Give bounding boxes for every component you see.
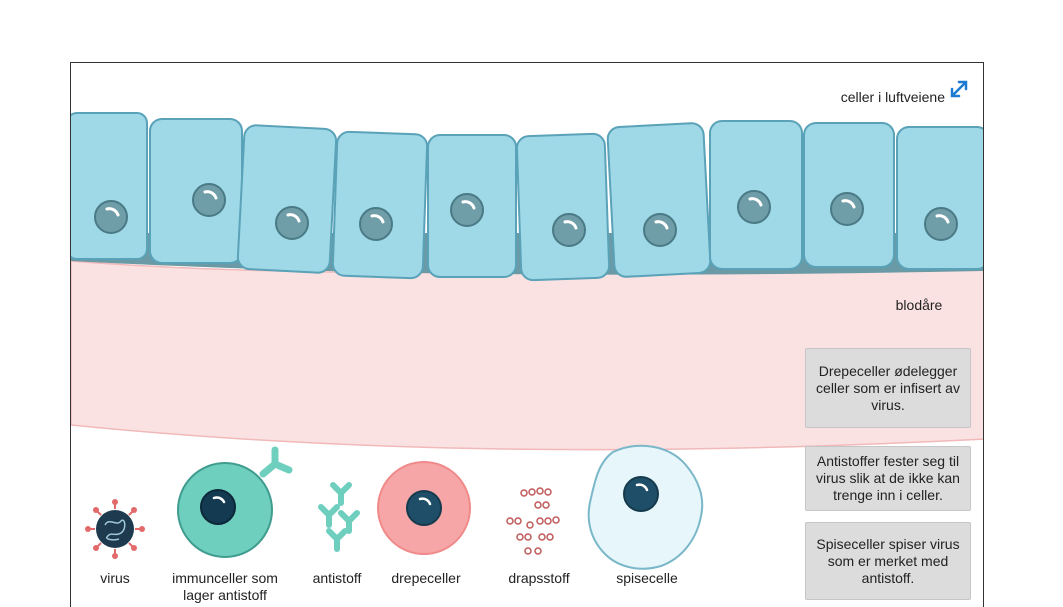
airway-cell [236,124,338,274]
nucleus [275,206,309,240]
cell-nuclei [94,183,958,247]
nucleus [359,207,393,241]
expand-icon[interactable] [949,79,969,99]
info-card-killer-cells[interactable]: Drepeceller ødelegger celler som er infi… [805,348,971,428]
nucleus [94,200,128,234]
airway-cell [515,132,611,282]
killer-cell-icon [377,461,471,555]
airway-cell [331,130,429,280]
legend-virus-label: virus [100,570,130,586]
airway-cells-label: celler i luftveiene [840,89,945,105]
legend-antibody-label: antistoff [312,570,362,586]
info-card-antibodies[interactable]: Antistoffer fester seg til virus slik at… [805,446,971,511]
legend-phagocyte-label: spisecelle [616,570,678,586]
nucleus [737,190,771,224]
nucleus [643,213,677,247]
killer-substance-icon [506,487,560,555]
nucleus [450,193,484,227]
immune-cell-icon [177,446,293,558]
airway-scene [71,112,983,570]
legend-immune-label: immunceller som lager antistoff [172,570,278,603]
airway-cell [606,122,712,278]
airway-cell [71,112,148,260]
illustration-frame: celler i luftveiene blodåre virus immunc… [70,62,984,607]
nucleus [552,213,586,247]
airway-cell [896,126,983,270]
blood-vessel-label: blodåre [895,297,943,313]
legend-killer-substance-label: drapsstoff [508,570,570,586]
phagocyte-icon [587,444,704,570]
nucleus [192,183,226,217]
legend-killer-label: drepeceller [391,570,461,586]
antibody-icon [318,482,360,552]
info-card-phagocytes[interactable]: Spiseceller spiser virus som er merket m… [805,522,971,600]
nucleus [830,192,864,226]
virus-icon [85,499,145,559]
nucleus [924,207,958,241]
epithelial-cells [71,112,983,282]
